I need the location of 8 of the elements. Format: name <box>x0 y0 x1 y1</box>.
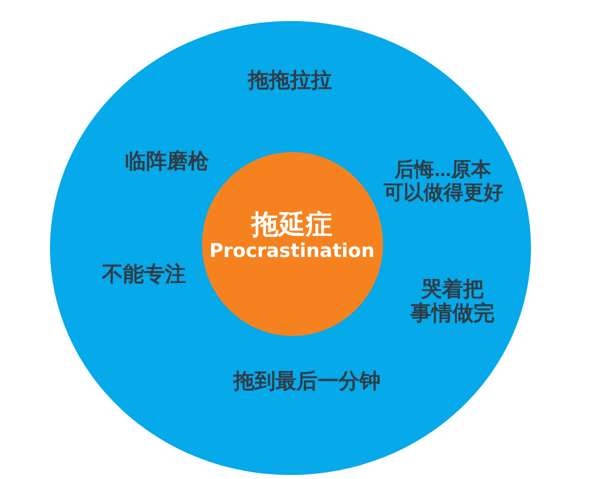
center-subtitle: Procrastination <box>209 241 375 263</box>
label: 后悔...原本可以做得更好 <box>384 159 504 205</box>
label: 哭着把事情做完 <box>410 278 496 326</box>
center-title: 拖延症 <box>252 209 332 241</box>
label: 拖拖拉拉 <box>248 68 332 94</box>
label: 不能专注 <box>102 262 186 288</box>
label: 拖到最后一分钟 <box>234 370 380 394</box>
label: 临阵磨枪 <box>125 150 209 174</box>
